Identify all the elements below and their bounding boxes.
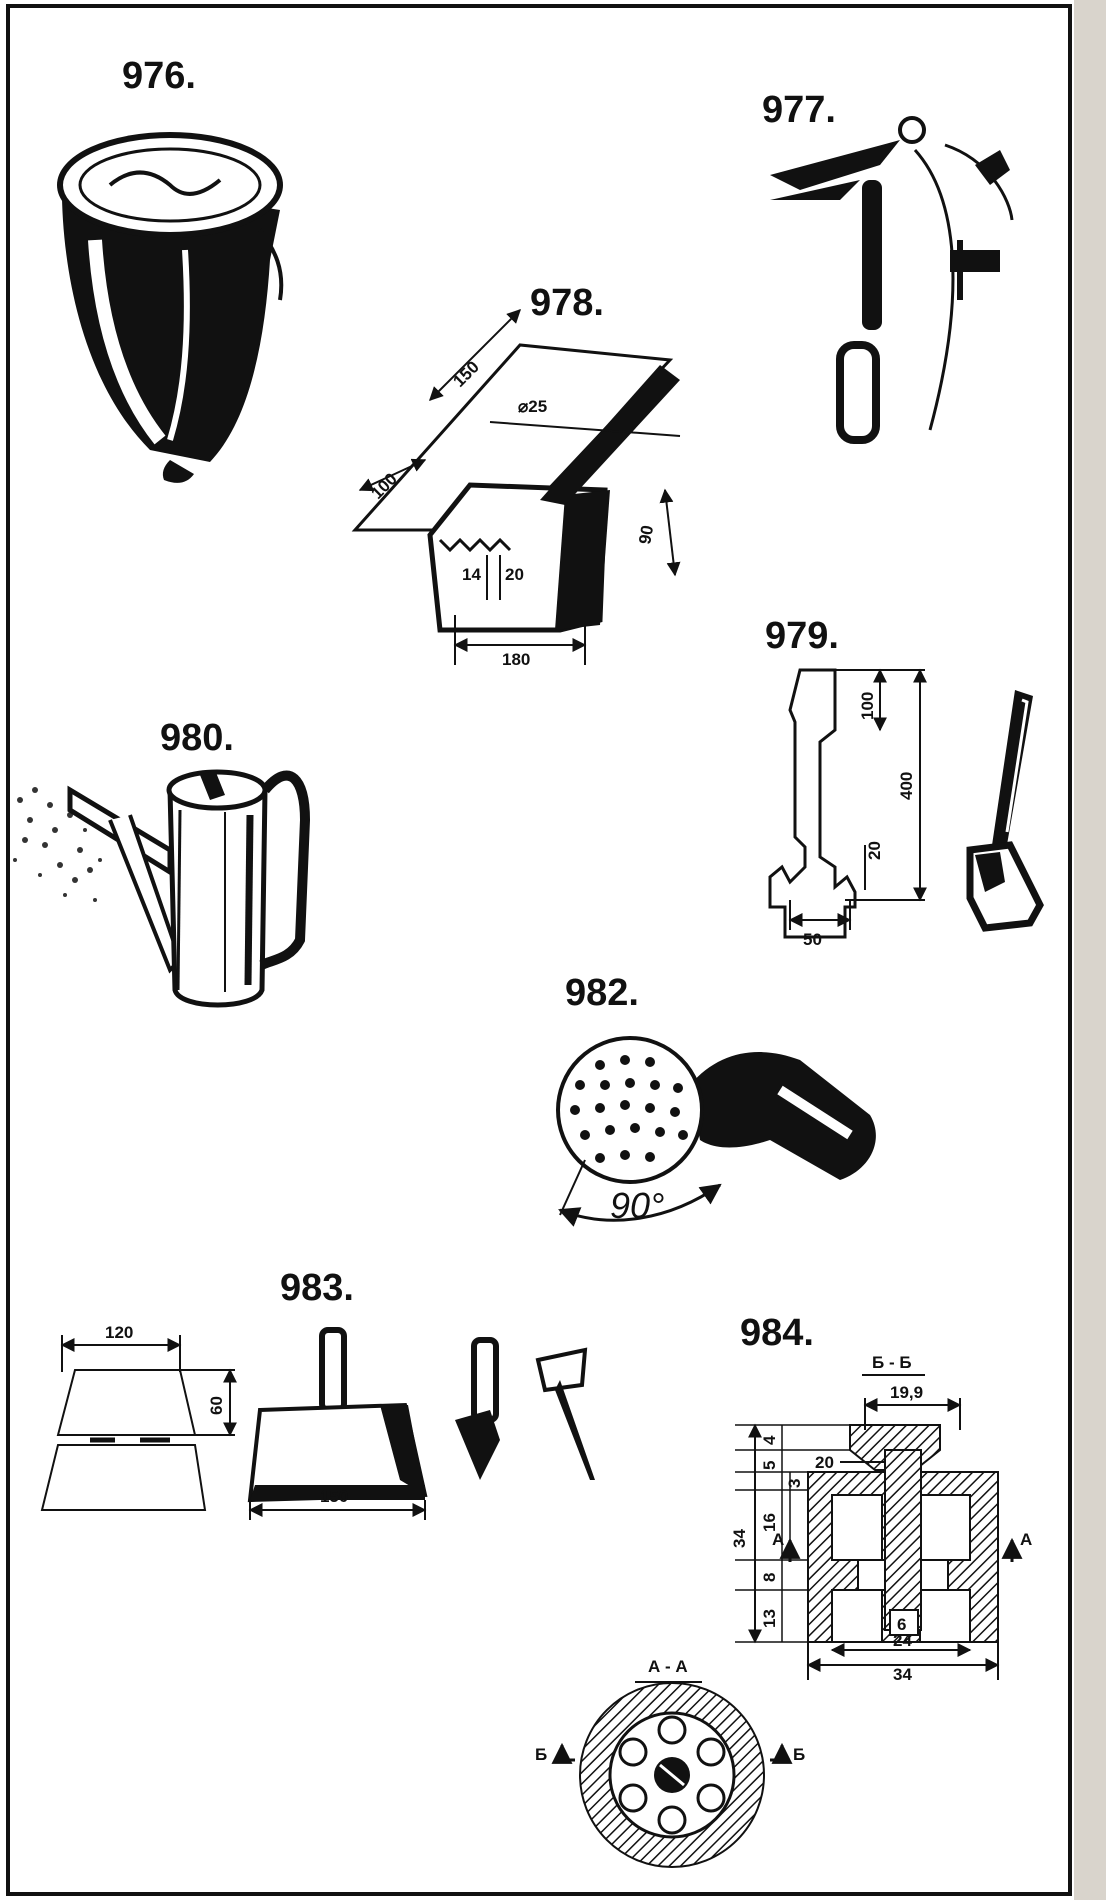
dim-984-4: 4 xyxy=(760,1435,779,1445)
figure-984: 984. Б - Б xyxy=(535,1312,1032,1868)
dim-978-150: 150 xyxy=(449,357,482,390)
section-label-bb: Б - Б xyxy=(872,1353,912,1372)
dim-979-400: 400 xyxy=(897,772,916,800)
dim-984-34-width: 34 xyxy=(893,1665,912,1684)
right-edge-texture xyxy=(1074,0,1106,1900)
figure-980: 980. xyxy=(13,717,311,1008)
figure-number-978: 978. xyxy=(530,282,604,324)
dim-979-50: 50 xyxy=(803,930,822,949)
figure-977: 977. xyxy=(762,89,1014,444)
dim-978-90: 90 xyxy=(635,524,657,546)
figure-number-982: 982. xyxy=(565,972,639,1014)
dustpan-illustration xyxy=(247,1327,428,1520)
dim-984-16: 16 xyxy=(760,1513,779,1532)
dustpan-side-views xyxy=(455,1337,595,1480)
figure-number-984: 984. xyxy=(740,1312,814,1354)
dustpan-blueprint xyxy=(40,1335,237,1511)
dim-984-34-height: 34 xyxy=(730,1529,749,1548)
spatula-illustration xyxy=(966,690,1044,932)
dim-984-6: 6 xyxy=(897,1615,906,1634)
figure-983: 983. 120 60 150 xyxy=(40,1267,595,1520)
dim-978-14: 14 xyxy=(462,565,481,584)
dim-984-24: 24 xyxy=(893,1631,912,1650)
dim-978-diameter: ⌀25 xyxy=(518,397,547,416)
dim-983-120: 120 xyxy=(105,1323,133,1342)
angle-label-982: 90° xyxy=(610,1185,664,1226)
figure-976: 976. xyxy=(57,55,284,483)
section-marker-a-right: А xyxy=(1020,1530,1032,1549)
figure-number-976: 976. xyxy=(122,55,196,97)
pliers-tool-illustration xyxy=(770,116,1014,444)
dim-984-20: 20 xyxy=(815,1453,834,1472)
dim-984-8: 8 xyxy=(760,1573,779,1582)
dim-984-19-9: 19,9 xyxy=(890,1383,923,1402)
section-marker-b-right: Б xyxy=(793,1745,805,1764)
figure-number-977: 977. xyxy=(762,89,836,131)
sprinkler-head-illustration xyxy=(556,1036,876,1227)
bucket-illustration xyxy=(57,132,284,483)
page-border xyxy=(6,4,1072,1896)
dim-979-20: 20 xyxy=(865,841,884,860)
figure-number-980: 980. xyxy=(160,717,234,759)
section-marker-b-left: Б xyxy=(535,1745,547,1764)
figure-number-979: 979. xyxy=(765,615,839,657)
watering-can-illustration xyxy=(13,769,311,1008)
dim-978-180: 180 xyxy=(502,650,530,669)
dim-978-20: 20 xyxy=(505,565,524,584)
dim-984-3: 3 xyxy=(785,1479,804,1488)
figure-978: 978. 150 ⌀25 100 90 14 20 180 xyxy=(351,282,681,669)
dim-984-5: 5 xyxy=(760,1461,779,1470)
figure-number-983: 983. xyxy=(280,1267,354,1309)
dimension-lines-978 xyxy=(358,309,681,665)
figure-979: 979. 100 400 20 50 xyxy=(765,615,1044,949)
section-label-aa: А - А xyxy=(648,1657,688,1676)
nozzle-plan-section xyxy=(551,1682,793,1868)
dim-983-60: 60 xyxy=(207,1396,226,1415)
figure-982: 982. 90° xyxy=(556,972,876,1227)
scraper-illustration xyxy=(351,343,680,633)
dim-979-100: 100 xyxy=(858,692,877,720)
nozzle-cross-section xyxy=(735,1398,1023,1680)
spatula-blueprint xyxy=(768,668,927,939)
dim-983-150: 150 xyxy=(320,1487,348,1506)
section-marker-a-left: А xyxy=(772,1530,784,1549)
dim-984-13: 13 xyxy=(760,1609,779,1628)
